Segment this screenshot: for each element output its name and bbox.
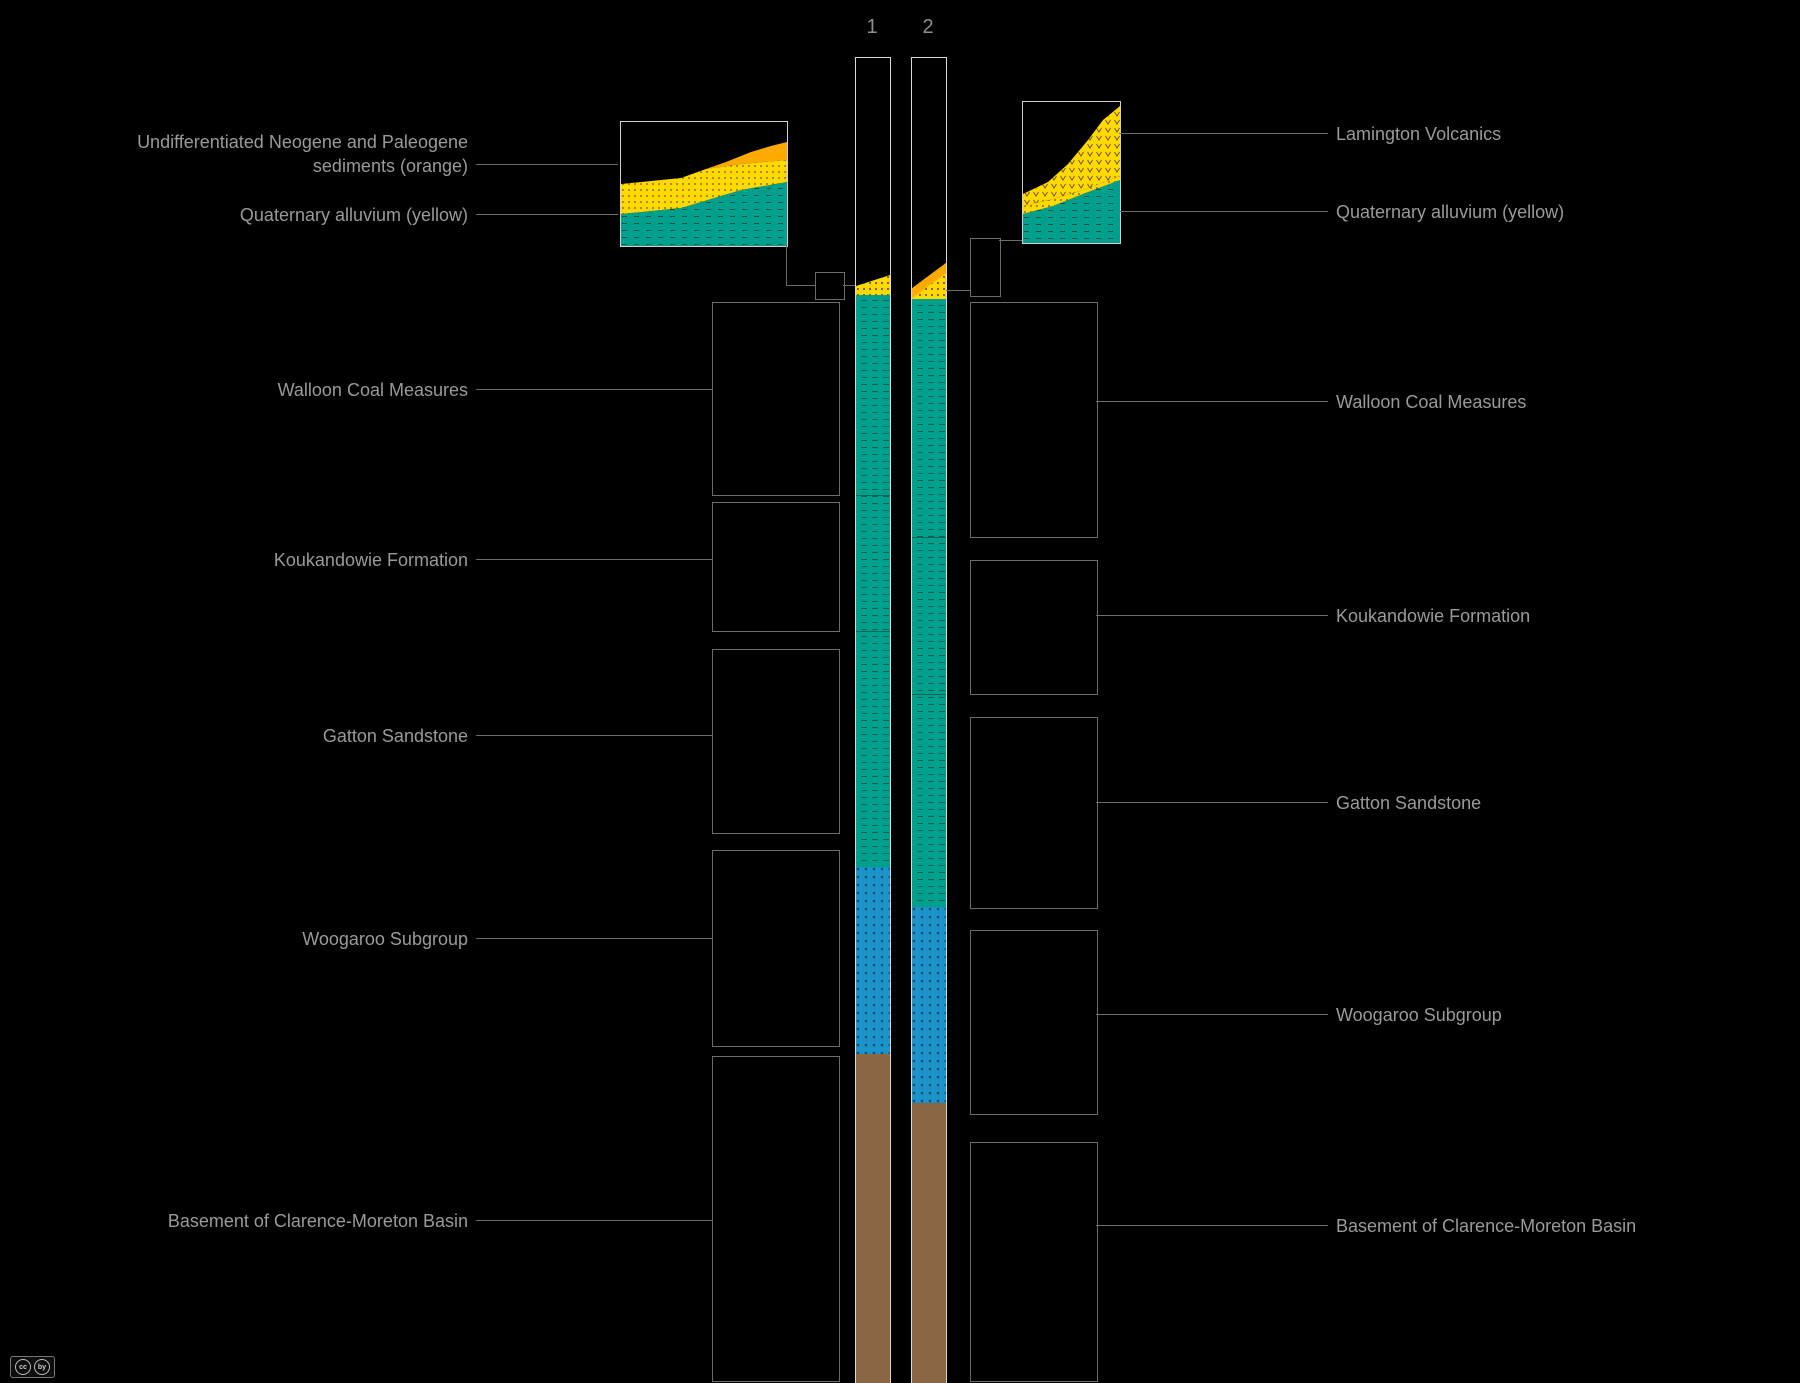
extent-box-woogaroo-left bbox=[712, 850, 840, 1047]
leader-line-lamington-right bbox=[1119, 133, 1328, 134]
leader-line-quaternary-right bbox=[1119, 211, 1328, 212]
leader-line-koukandowie-left bbox=[476, 559, 712, 560]
column1-stratum-jurassic-teal bbox=[856, 295, 890, 867]
column1-stratum-woogaroo bbox=[856, 867, 890, 1054]
connector-right-bracket-to-column bbox=[946, 290, 970, 291]
extent-box-basement-right bbox=[970, 1142, 1098, 1382]
cc-icon: cc bbox=[15, 1359, 31, 1375]
label-gatton-right: Gatton Sandstone bbox=[1336, 793, 1482, 813]
label-lamington-right: Lamington Volcanics bbox=[1336, 124, 1502, 144]
connector-left-bracket-to-column bbox=[843, 285, 855, 286]
extent-box-woogaroo-right bbox=[970, 930, 1098, 1115]
leader-line-quaternary-left bbox=[476, 214, 618, 215]
teal-bedrock-layer bbox=[1023, 180, 1120, 243]
extent-box-gatton-left bbox=[712, 649, 840, 834]
right-inset-svg bbox=[1023, 102, 1120, 243]
koukandowie-gatton-contact bbox=[912, 694, 946, 695]
extent-box-koukandowie-left bbox=[712, 502, 840, 632]
label-gatton-left: Gatton Sandstone bbox=[322, 726, 468, 746]
leader-line-gatton-left bbox=[476, 735, 712, 736]
surface-detail-inset-left bbox=[620, 121, 788, 247]
well-number-2: 2 bbox=[922, 16, 934, 38]
extent-box-walloon-right bbox=[970, 302, 1098, 538]
leader-line-koukandowie-right bbox=[1096, 615, 1328, 616]
neogene-paleogene-sediments-layer bbox=[706, 142, 787, 169]
leader-line-walloon-right bbox=[1096, 401, 1328, 402]
connector-left-inset-horizontal bbox=[786, 285, 815, 286]
teal-bedrock-layer bbox=[621, 182, 787, 246]
column2-stratum-woogaroo bbox=[912, 907, 946, 1103]
borehole-column-2 bbox=[911, 57, 947, 1383]
label-walloon-left: Walloon Coal Measures bbox=[277, 380, 468, 400]
by-icon: by bbox=[34, 1359, 50, 1375]
leader-line-undifferentiated-left bbox=[476, 164, 618, 165]
label-undifferentiated-left: Undifferentiated Neogene and Paleogene s… bbox=[137, 132, 468, 177]
column2-stratum-jurassic-teal bbox=[912, 299, 946, 907]
label-quaternary-left: Quaternary alluvium (yellow) bbox=[239, 205, 468, 225]
walloon-koukandowie-contact bbox=[912, 537, 946, 538]
well-number-1: 1 bbox=[866, 16, 878, 38]
leader-line-basement-right bbox=[1096, 1225, 1328, 1226]
leader-line-woogaroo-right bbox=[1096, 1014, 1328, 1015]
label-koukandowie-right: Koukandowie Formation bbox=[1336, 606, 1531, 626]
label-quaternary-right: Quaternary alluvium (yellow) bbox=[1336, 202, 1565, 222]
quaternary-alluvium-layer bbox=[621, 160, 787, 214]
leader-line-basement-left bbox=[476, 1220, 712, 1221]
cc-license-badge[interactable]: cc by bbox=[10, 1356, 55, 1378]
leader-line-gatton-right bbox=[1096, 802, 1328, 803]
leader-line-walloon-left bbox=[476, 389, 712, 390]
label-woogaroo-right: Woogaroo Subgroup bbox=[1336, 1005, 1502, 1025]
column1-empty-top bbox=[856, 58, 890, 275]
borehole-column-1 bbox=[855, 57, 891, 1383]
surface-detail-inset-right bbox=[1022, 101, 1121, 244]
koukandowie-gatton-contact bbox=[856, 631, 890, 632]
extent-box-koukandowie-right bbox=[970, 560, 1098, 695]
label-koukandowie-left: Koukandowie Formation bbox=[273, 550, 468, 570]
zoom-extent-box-well2 bbox=[970, 238, 1001, 297]
label-woogaroo-left: Woogaroo Subgroup bbox=[302, 929, 468, 949]
lamington-volcanics-layer bbox=[1023, 106, 1120, 206]
left-inset-svg bbox=[621, 122, 787, 246]
extent-box-basement-left bbox=[712, 1056, 840, 1382]
zoom-extent-box-well1 bbox=[815, 272, 845, 300]
column2-stratum-surface bbox=[912, 263, 946, 299]
alluvium-layer bbox=[856, 275, 890, 295]
connector-right-inset-horizontal bbox=[999, 240, 1022, 241]
column1-stratum-alluvium bbox=[856, 275, 890, 295]
extent-box-walloon-left bbox=[712, 302, 840, 496]
walloon-koukandowie-contact bbox=[856, 495, 890, 496]
label-walloon-right: Walloon Coal Measures bbox=[1336, 392, 1527, 412]
column2-stratum-basement bbox=[912, 1103, 946, 1383]
label-basement-left: Basement of Clarence-Moreton Basin bbox=[167, 1211, 468, 1231]
label-basement-right: Basement of Clarence-Moreton Basin bbox=[1336, 1216, 1637, 1236]
column1-stratum-basement bbox=[856, 1054, 890, 1383]
connector-left-inset-vertical bbox=[786, 245, 787, 285]
leader-line-woogaroo-left bbox=[476, 938, 712, 939]
column2-empty-top bbox=[912, 58, 946, 263]
quaternary-alluvium-layer bbox=[1023, 176, 1120, 214]
extent-box-gatton-right bbox=[970, 717, 1098, 909]
